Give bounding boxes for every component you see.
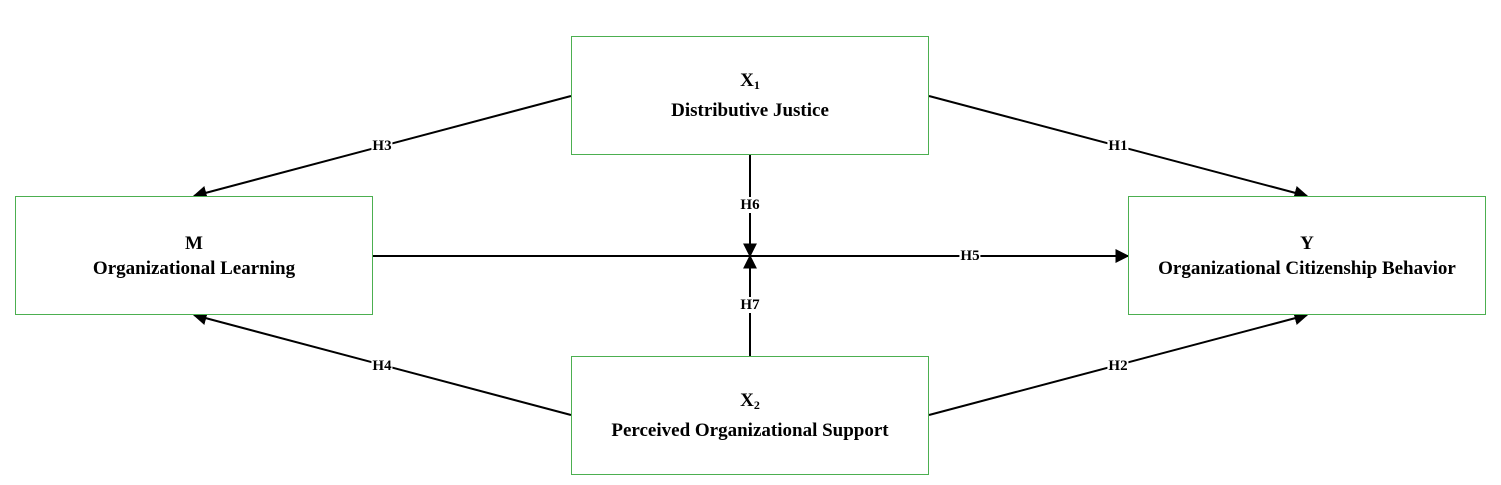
edge-label-h4: H4 bbox=[371, 358, 393, 374]
node-x2-name: Perceived Organizational Support bbox=[611, 420, 889, 441]
edge-label-h7: H7 bbox=[739, 297, 761, 313]
edge-label-h5: H5 bbox=[959, 248, 981, 264]
edge-label-h2: H2 bbox=[1107, 358, 1129, 374]
node-x1-symbol: X1 bbox=[740, 70, 760, 92]
edge-label-h6: H6 bbox=[739, 197, 761, 213]
node-x1-name: Distributive Justice bbox=[671, 100, 829, 121]
node-x2-symbol: X2 bbox=[740, 390, 760, 412]
edge-label-h1: H1 bbox=[1107, 138, 1129, 154]
node-perceived-organizational-support: X2 Perceived Organizational Support bbox=[571, 356, 929, 475]
node-y-symbol: Y bbox=[1300, 232, 1314, 254]
node-m-name: Organizational Learning bbox=[92, 257, 296, 279]
node-organizational-citizenship-behavior: Y Organizational Citizenship Behavior bbox=[1128, 196, 1486, 315]
edge-label-h3: H3 bbox=[371, 138, 393, 154]
node-organizational-learning: M Organizational Learning bbox=[15, 196, 373, 315]
node-m-symbol: M bbox=[185, 232, 203, 254]
node-distributive-justice: X1 Distributive Justice bbox=[571, 36, 929, 155]
node-y-name: Organizational Citizenship Behavior bbox=[1158, 257, 1456, 279]
